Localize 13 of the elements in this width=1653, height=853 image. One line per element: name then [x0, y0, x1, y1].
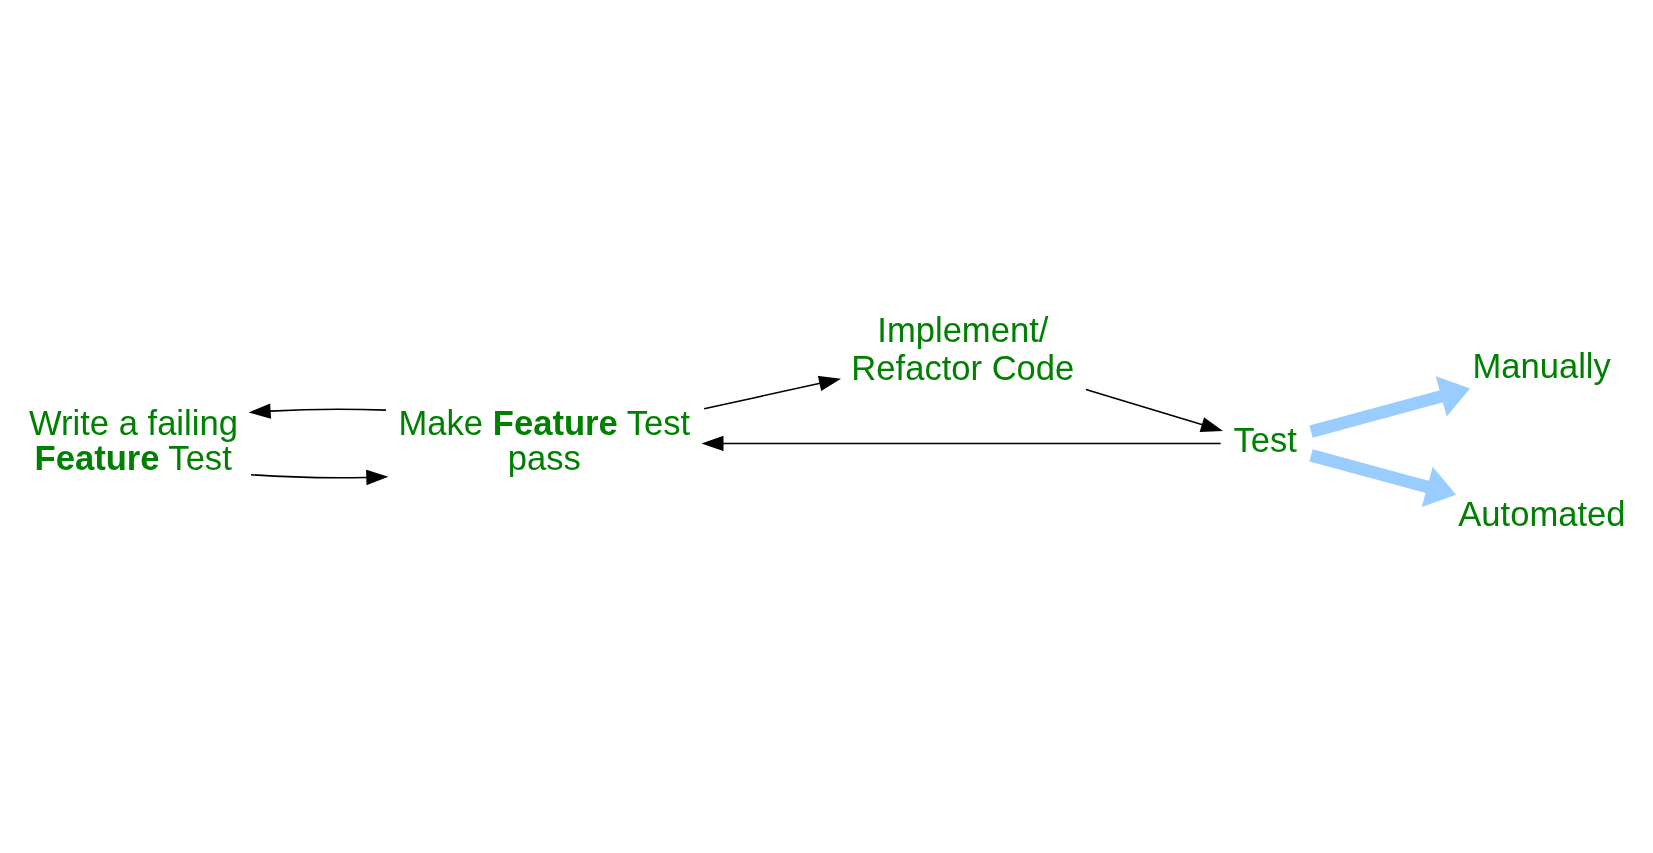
arrow — [1308, 375, 1470, 438]
arrow — [702, 375, 841, 410]
node-text: Implement/ Refactor Code — [850, 310, 1074, 387]
node-text: Automated — [1457, 494, 1626, 533]
node-text: Manually — [1471, 346, 1611, 385]
arrow — [249, 469, 388, 485]
arrow — [1308, 448, 1456, 507]
node-text: Make Feature Test pass — [398, 403, 690, 477]
node-text: Test — [1232, 420, 1297, 459]
arrow — [248, 402, 387, 419]
node-text: Write a failing Feature Test — [28, 403, 238, 477]
arrow — [1084, 388, 1223, 432]
arrow — [701, 435, 1221, 451]
